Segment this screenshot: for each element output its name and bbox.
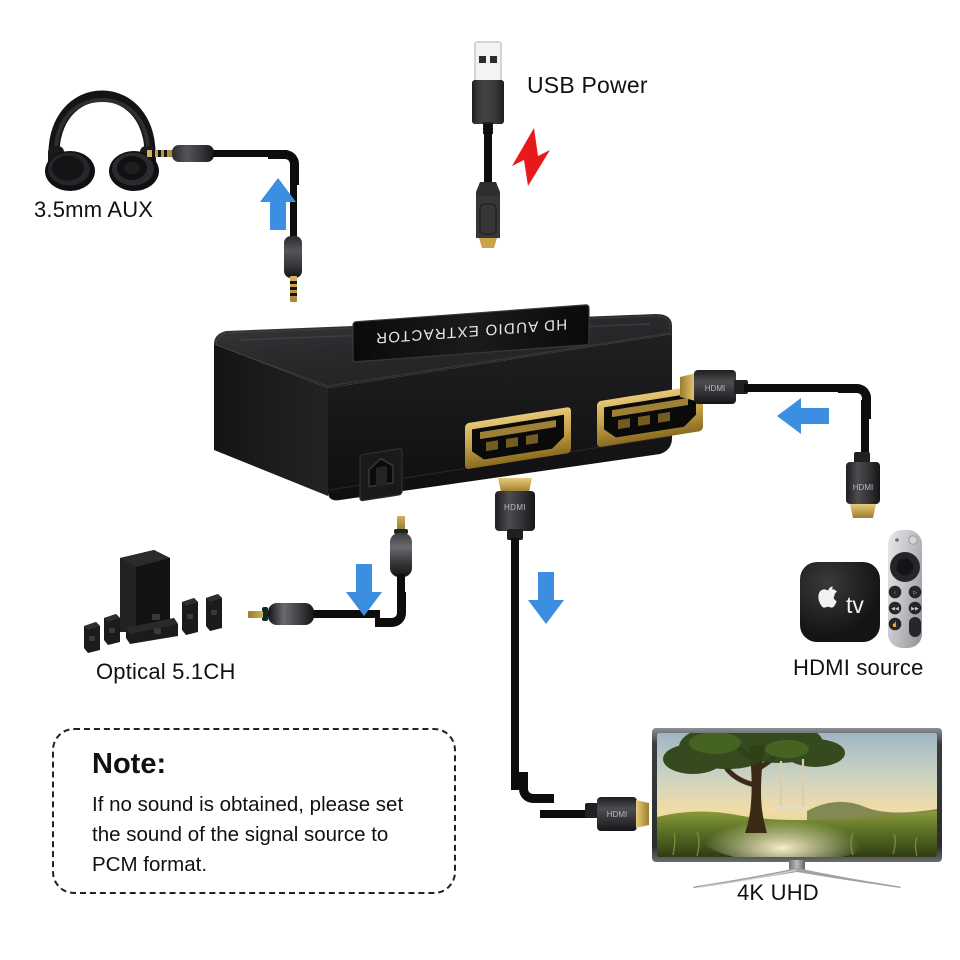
label-tv: 4K UHD [737, 880, 819, 905]
hdmi-out-cable-bend [519, 772, 554, 803]
aux-plug-band [158, 150, 161, 157]
aux-plug-band [164, 150, 167, 157]
optical-cable-bend [375, 592, 406, 627]
hdmi-out-cable-horizontal [540, 810, 590, 818]
label-optical: Optical 5.1CH [96, 659, 236, 684]
tv-stand-base [692, 868, 902, 888]
lightning-bolt-icon [508, 126, 556, 188]
label-usb-power: USB Power [527, 72, 648, 98]
hdmi-label-text: HDMI [853, 483, 873, 492]
speaker-system-5-1 [82, 540, 242, 653]
hdmi-connector-source-end: HDMI [845, 452, 889, 528]
tv-screen [657, 733, 937, 857]
arrow-down-icon-optical [344, 562, 384, 618]
toslink-tip-upper [397, 516, 405, 530]
svg-text:‹: ‹ [894, 590, 896, 596]
aux-cable-horizontal [213, 150, 287, 157]
apple-logo-icon [818, 586, 837, 608]
hdmi-label-text: HDMI [607, 810, 627, 819]
hdmi-label-text: HDMI [504, 503, 526, 512]
label-hdmi-source: HDMI source [793, 655, 924, 680]
hd-audio-extractor-device: HD AUDIO EXTRACTOR [210, 300, 703, 530]
svg-text:☝: ☝ [892, 621, 898, 628]
arrow-up-icon-aux [258, 176, 298, 232]
toslink-plug-left [268, 603, 314, 625]
aux-plug-band [290, 293, 297, 296]
usb-a-connector [466, 41, 510, 152]
hdmi-label-text: HDMI [705, 384, 725, 393]
note-body: If no sound is obtained, please set the … [92, 790, 432, 880]
aux-plug-band [152, 150, 155, 157]
note-line-2: the sound of the signal source to [92, 823, 389, 846]
optical-cable-horizontal [310, 610, 380, 618]
aux-plug-band [290, 287, 297, 290]
note-line-1: If no sound is obtained, please set [92, 793, 404, 816]
apple-tv-remote: ‹ ▷ ◀◀ ▶▶ ☝ [888, 530, 922, 648]
toslink-tip-left [248, 611, 263, 618]
aux-plug-lower [284, 236, 302, 278]
hdmi-connector-tv-end: HDMI [585, 795, 653, 835]
hdmi-connector-to-tv: HDMI [492, 478, 538, 546]
aux-plug-band [290, 281, 297, 284]
svg-text:▶▶: ▶▶ [911, 606, 919, 612]
hdmi-in-cable-horizontal [744, 384, 854, 392]
tv-illustration [652, 728, 942, 888]
note-line-3: PCM format. [92, 853, 208, 876]
arrow-down-icon-hdmi-out [526, 570, 566, 626]
note-title: Note: [92, 748, 167, 780]
toslink-plug-upper [390, 533, 412, 577]
hdmi-out-cable-vertical [511, 538, 519, 790]
note-box: Note: If no sound is obtained, please se… [52, 728, 456, 894]
hdmi-in-cable-vertical [861, 400, 869, 458]
svg-text:▷: ▷ [913, 590, 917, 596]
toslink-ring-upper [394, 529, 408, 534]
toslink-ring-left [262, 607, 268, 621]
arrow-left-icon-hdmi-in [775, 396, 831, 436]
micro-usb-connector [466, 182, 510, 254]
aux-plug-left [172, 145, 214, 162]
apple-tv-box: tv [800, 562, 880, 642]
headphones-illustration [42, 88, 162, 193]
svg-text:◀◀: ◀◀ [891, 606, 899, 612]
apple-tv-wordmark: tv [846, 592, 864, 618]
usb-cable [484, 124, 492, 184]
label-aux: 3.5mm AUX [34, 197, 154, 222]
